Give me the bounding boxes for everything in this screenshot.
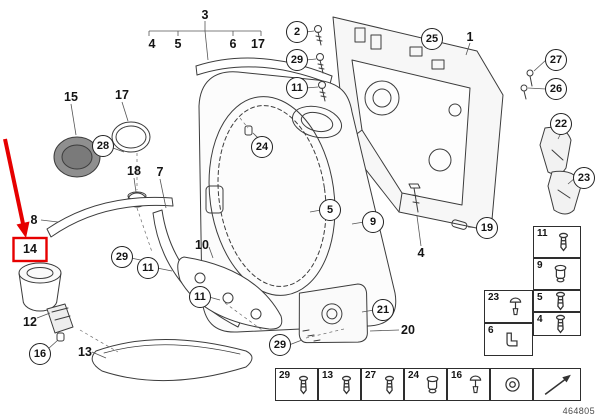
legend-box-27[interactable]: 27 [361,368,404,401]
callout-16[interactable]: 16 [29,343,51,365]
callout-1[interactable]: 1 [466,30,474,44]
callout-27[interactable]: 27 [545,49,567,71]
upper-trim-strip [46,196,174,238]
legend-number: 13 [322,370,334,381]
clip-icon [506,297,523,316]
assembly-axes [79,117,345,353]
legend-number: 23 [488,292,500,303]
callout-17[interactable]: 17 [115,88,129,102]
legend-box-11[interactable]: 11 [533,226,581,258]
callout-5[interactable]: 5 [319,199,341,221]
screw-icon [555,232,570,252]
callout-15[interactable]: 15 [64,90,78,104]
callout-9[interactable]: 9 [362,211,384,233]
legend-number: 6 [488,325,494,336]
highlight-arrow [3,138,30,238]
callout-2[interactable]: 2 [286,21,308,43]
callout-7[interactable]: 7 [156,165,164,179]
trim-ring [111,121,151,153]
tweeter-panel [298,283,368,344]
callout-10[interactable]: 10 [195,238,209,252]
legend-number: 16 [451,370,463,381]
callout-11[interactable]: 11 [286,77,308,99]
legend-number: 29 [279,370,291,381]
washer-icon [502,376,521,393]
screw-icon [552,314,567,334]
legend-number: 27 [365,370,377,381]
legend-box-23[interactable]: 23 [484,290,533,323]
pull-cup [18,262,62,312]
legend-box-4[interactable]: 4 [533,312,581,336]
grommet-icon [551,264,568,284]
speaker-cover [53,136,101,178]
legend-box-13[interactable]: 13 [318,368,361,401]
hook-icon [502,331,520,348]
legend-number: 4 [537,314,543,325]
clip-icon [466,375,483,394]
scene-fasteners [56,25,534,342]
callout-18[interactable]: 18 [127,164,141,178]
callout-29[interactable]: 29 [286,49,308,71]
legend-box-9[interactable]: 9 [533,258,581,290]
diagonal-arrow-icon [539,373,575,397]
legend-number: 11 [537,228,548,239]
callout-19[interactable]: 19 [476,217,498,239]
grommet-icon [423,375,440,395]
screw-icon [295,375,310,395]
callout-24[interactable]: 24 [251,136,273,158]
door-pull-handle [177,256,283,330]
callout-8[interactable]: 8 [30,213,38,227]
door-trim-panel [198,71,397,333]
callout-21[interactable]: 21 [372,299,394,321]
legend-box-24[interactable]: 24 [404,368,447,401]
callout-11[interactable]: 11 [137,257,159,279]
callout-4[interactable]: 4 [148,37,156,51]
legend-box-6[interactable]: 6 [484,323,533,356]
callout-20[interactable]: 20 [401,323,415,337]
callout-11[interactable]: 11 [189,286,211,308]
screw-icon [381,375,396,395]
callout-14-highlighted[interactable]: 14 [23,242,37,256]
carrier-panel [332,16,504,232]
callout-25[interactable]: 25 [421,28,443,50]
highlight-box [12,236,48,263]
screw-icon [552,291,567,311]
callout-13[interactable]: 13 [78,345,92,359]
legend-box-5[interactable]: 5 [533,290,581,312]
callout-23[interactable]: 23 [573,167,595,189]
callout-28[interactable]: 28 [92,135,114,157]
lock-bracket-parts [539,126,582,215]
callout-17[interactable]: 17 [251,37,265,51]
diagram-number: 464805 [562,406,595,416]
legend-number: 9 [537,260,543,271]
callout-3[interactable]: 3 [201,8,209,22]
callout-6[interactable]: 6 [229,37,237,51]
legend-box-washer[interactable] [490,368,533,401]
callout-22[interactable]: 22 [550,113,572,135]
armrest-pad [91,339,253,382]
screw-icon [338,375,353,395]
legend-box-29[interactable]: 29 [275,368,318,401]
legend-number: 5 [537,292,543,303]
legend-box-diagonal-arrow[interactable] [533,368,581,401]
callout-26[interactable]: 26 [545,78,567,100]
callout-5[interactable]: 5 [174,37,182,51]
small-strip [46,303,74,334]
callout-12[interactable]: 12 [23,315,37,329]
legend-box-16[interactable]: 16 [447,368,490,401]
legend-number: 24 [408,370,420,381]
callout-4[interactable]: 4 [417,246,425,260]
callout-29[interactable]: 29 [111,246,133,268]
callout-29[interactable]: 29 [269,334,291,356]
